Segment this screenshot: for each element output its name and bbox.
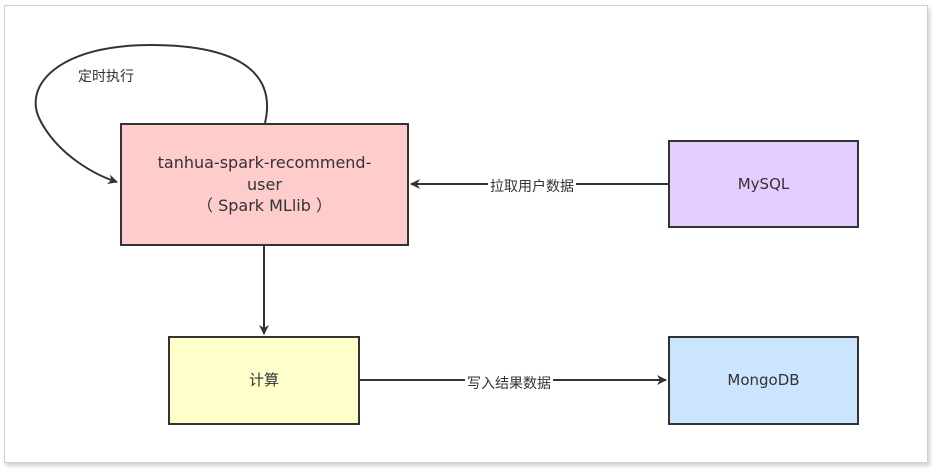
edge-label-timer: 定时执行 [78,69,134,85]
edge-timer-loop [34,43,269,185]
node-mysql: MySQL [668,140,859,228]
edge-label-write: 写入结果数据 [465,373,553,393]
edge-label-pull: 拉取用户数据 [488,176,576,196]
node-spark-recommend: tanhua-spark-recommend- user （ Spark MLl… [120,123,409,246]
node-compute: 计算 [168,336,360,425]
node-mongodb: MongoDB [668,336,859,425]
